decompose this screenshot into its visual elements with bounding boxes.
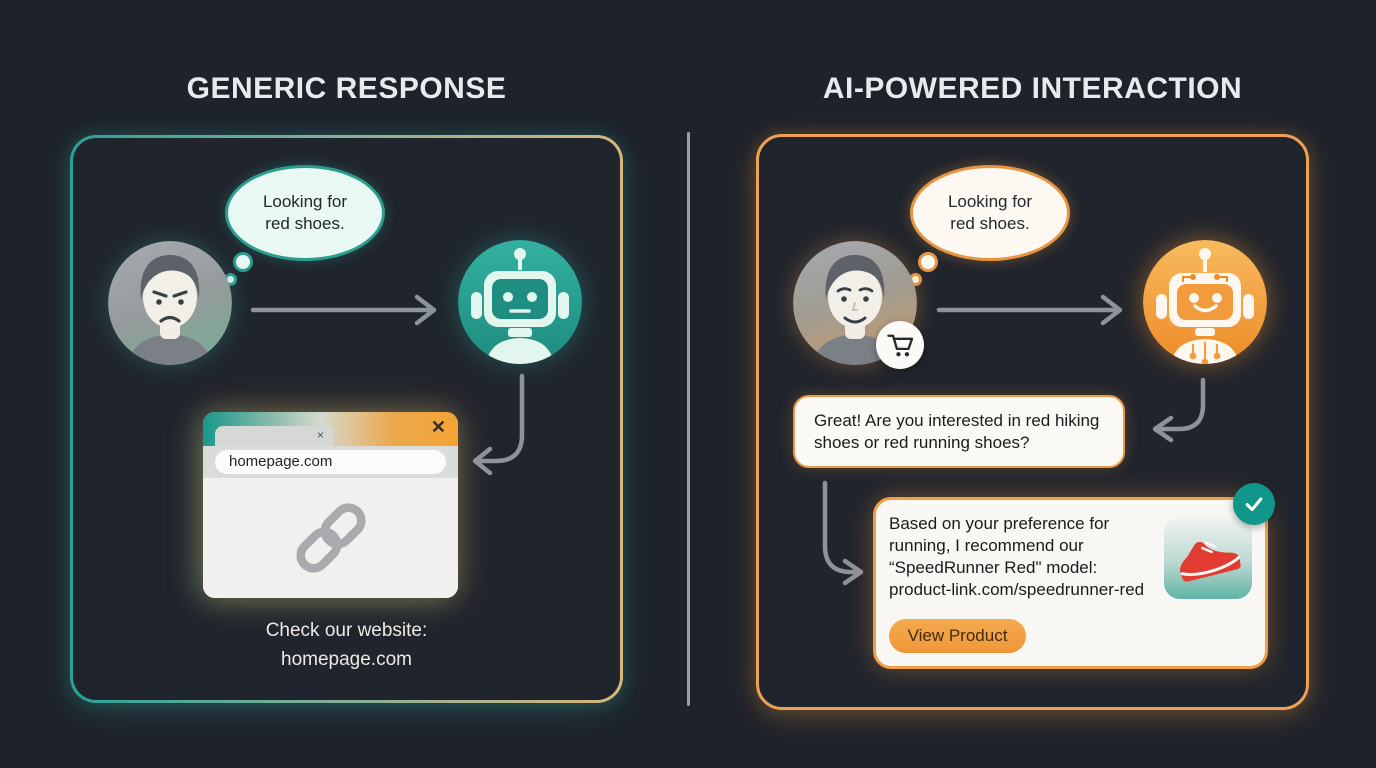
browser-window: × ✕ homepage.com — [203, 412, 458, 598]
panel-divider — [687, 132, 690, 706]
product-recommendation-card: Based on your preference for running, I … — [873, 483, 1275, 669]
recommendation-line: product-link.com/speedrunner-red — [889, 580, 1145, 600]
browser-tab[interactable]: × — [215, 426, 333, 446]
bubble-text: red shoes. — [265, 214, 345, 233]
view-product-label: View Product — [907, 626, 1008, 645]
arrow-down-right-icon — [822, 480, 864, 586]
recommendation-line: running, I recommend our — [889, 536, 1084, 556]
recommendation-text: Based on your preference for running, I … — [889, 513, 1174, 601]
arrow-down-left-icon — [1152, 377, 1206, 443]
browser-header: × ✕ — [203, 412, 458, 446]
bubble-tail — [233, 252, 253, 272]
red-running-shoe-icon — [1164, 517, 1252, 599]
url-bar[interactable]: homepage.com — [215, 450, 446, 474]
recommendation-line: “SpeedRunner Red" model: — [889, 558, 1098, 578]
bubble-text: Looking for — [947, 191, 1033, 211]
thought-bubble: Looking for red shoes. — [910, 165, 1070, 261]
arrow-down-left-icon — [472, 373, 525, 475]
bubble-text: red shoes. — [950, 214, 1030, 233]
right-panel-title: AI-POWERED INTERACTION — [822, 72, 1243, 105]
bubble-tail — [918, 252, 938, 272]
shopping-cart-icon — [876, 321, 924, 369]
teal-robot-icon — [458, 240, 582, 364]
recommendation-line: Based on your preference for — [889, 514, 1110, 533]
reply-line: shoes or red running shoes? — [814, 433, 1030, 453]
view-product-button[interactable]: View Product — [889, 619, 1026, 653]
orange-robot-icon — [1143, 240, 1267, 364]
chain-link-icon — [295, 503, 366, 573]
left-panel-title: GENERIC RESPONSE — [186, 72, 507, 105]
bubble-text: Looking for — [262, 191, 348, 211]
tab-close-icon[interactable]: × — [316, 428, 324, 442]
generic-response-panel: Looking for red shoes. — [70, 135, 623, 703]
arrow-right-icon — [936, 294, 1123, 326]
caption-line: homepage.com — [281, 649, 412, 671]
checkmark-icon — [1233, 483, 1275, 525]
reply-line: Great! Are you interested in red hiking — [814, 411, 1100, 430]
thought-bubble: Looking for red shoes. — [225, 165, 385, 261]
close-icon[interactable]: ✕ — [430, 417, 446, 437]
browser-body — [203, 478, 458, 598]
bot-reply-message: Great! Are you interested in red hiking … — [793, 395, 1125, 468]
angry-user-avatar-icon — [108, 241, 232, 365]
browser-toolbar: homepage.com — [203, 446, 458, 478]
arrow-right-icon — [250, 294, 437, 326]
caption-line: Check our website: — [265, 620, 428, 641]
ai-powered-panel: Looking for red shoes. — [756, 134, 1309, 710]
generic-caption: Check our website: homepage.com — [73, 616, 620, 675]
